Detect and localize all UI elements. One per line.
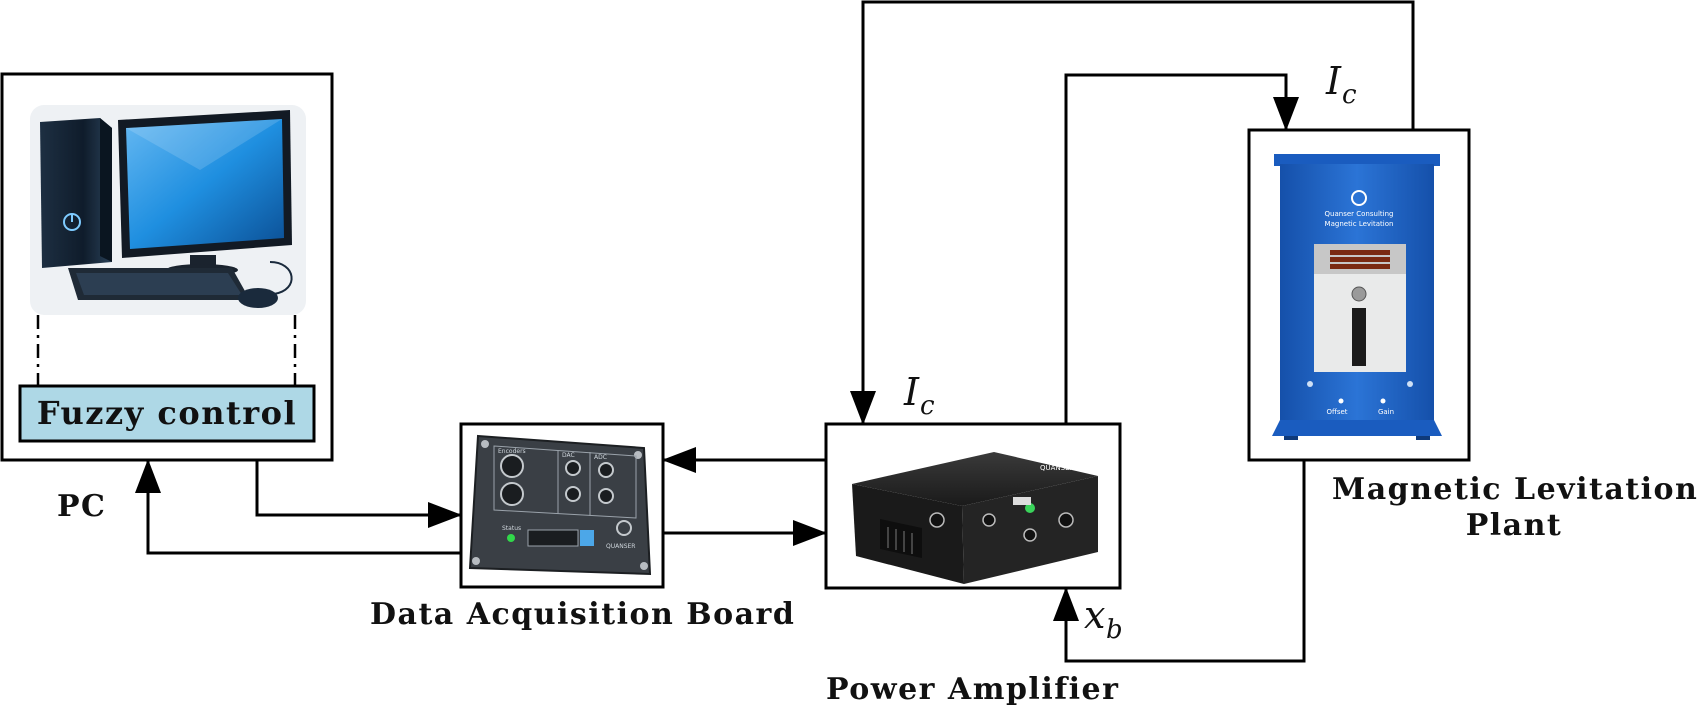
signal-xb: x b [1084, 593, 1123, 645]
amplifier-label: Power Amplifier [826, 672, 1119, 705]
signal-ic-amp-subscript: c [920, 391, 935, 421]
maglev-device-icon: Quanser Consulting Magnetic Levitation O… [1272, 154, 1442, 440]
daq-panel-encoders: Encoders [498, 448, 526, 455]
wire-plant-to-amp [850, 0, 1415, 425]
computer-icon [30, 105, 306, 315]
daq-panel-dac: DAC [562, 452, 575, 459]
amplifier-block: QUANSER [824, 422, 1122, 590]
plant-knob-offset: Offset [1326, 408, 1347, 416]
plant-device-title-1: Quanser Consulting [1325, 210, 1394, 218]
wire-daq-to-pc [135, 459, 461, 555]
daq-panel-adc: ADC [594, 454, 607, 461]
pc-label: PC [57, 489, 106, 524]
daq-block: Encoders DAC ADC Status QUANSER [459, 422, 665, 589]
pc-block: Fuzzy control [0, 72, 334, 462]
daq-panel-status: Status [502, 525, 521, 532]
signal-ic-plant: I c [1325, 59, 1357, 110]
daq-panel-brand: QUANSER [606, 543, 635, 550]
signal-ic-amp: I c [903, 370, 935, 421]
plant-label-line1: Magnetic Levitation [1332, 472, 1697, 507]
plant-label-line2: Plant [1466, 508, 1563, 543]
wire-pc-to-daq [255, 460, 462, 528]
amplifier-brand: QUANSER [1040, 464, 1075, 472]
wire-plant-sensor-to-amp [1053, 460, 1306, 663]
plant-knob-gain: Gain [1378, 408, 1394, 416]
daq-board-icon: Encoders DAC ADC Status QUANSER [468, 434, 652, 576]
plant-device-title-2: Magnetic Levitation [1325, 220, 1394, 228]
fuzzy-control-box [18, 384, 316, 443]
amplifier-icon: QUANSER [852, 452, 1098, 584]
signal-xb-subscript: b [1106, 615, 1123, 645]
maglev-plant-block: Quanser Consulting Magnetic Levitation O… [1247, 128, 1471, 462]
connections [135, 0, 1415, 663]
wire-amp-to-plant [1064, 73, 1299, 424]
daq-label: Data Acquisition Board [370, 597, 795, 632]
signal-ic-plant-subscript: c [1342, 80, 1357, 110]
signal-ic-amp-symbol: I [903, 370, 920, 414]
signal-ic-plant-symbol: I [1325, 59, 1342, 103]
fuzzy-control-label: Fuzzy control [37, 394, 297, 432]
signal-xb-symbol: x [1084, 593, 1105, 637]
